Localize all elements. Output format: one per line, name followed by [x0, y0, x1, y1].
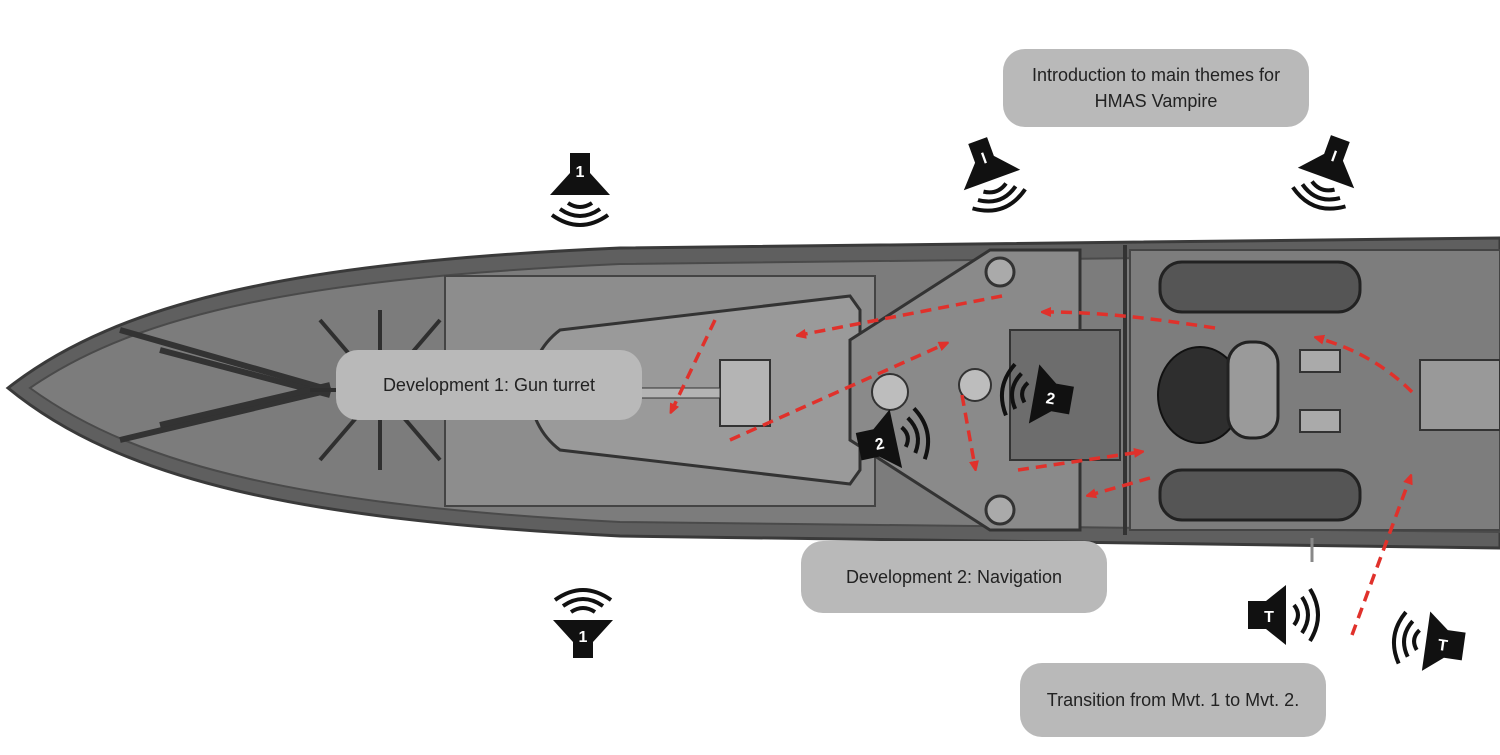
- svg-text:I: I: [979, 150, 989, 167]
- intro-label-line-1: Introduction to main themes for: [1031, 65, 1281, 85]
- speaker-I-a-icon: I: [963, 137, 1027, 213]
- development-1-label-box: Development 1: Gun turret: [336, 350, 642, 420]
- transition-label-box: Transition from Mvt. 1 to Mvt. 2.: [1020, 663, 1326, 737]
- bollard-bottom: [984, 494, 1016, 526]
- speaker-1-bottom-icon: 1: [553, 588, 613, 658]
- aft-vent-1: [1299, 349, 1341, 373]
- svg-text:T: T: [1264, 609, 1274, 626]
- speaker-T-left-icon: T: [1248, 585, 1320, 645]
- development-2-label: Development 2: Navigation: [845, 567, 1063, 587]
- bollard-top: [984, 256, 1016, 288]
- intro-label-line-2: HMAS Vampire: [1094, 91, 1218, 111]
- svg-text:I: I: [1329, 148, 1339, 165]
- route-arrows: [672, 294, 1414, 636]
- arrow-transition-up: [1350, 478, 1410, 636]
- lifeboat-top: [1158, 260, 1362, 314]
- development-2-label-box: Development 2: Navigation: [801, 541, 1107, 613]
- arrow-turret-to-bridge: [729, 344, 945, 442]
- svg-text:2: 2: [874, 435, 886, 453]
- svg-text:T: T: [1437, 637, 1449, 655]
- arrow-bridge-across: [1017, 452, 1140, 472]
- compass-platform: [871, 373, 909, 411]
- funnel-grill: [1226, 340, 1280, 440]
- arrow-aft-to-bridge: [1045, 312, 1216, 330]
- aft-vent-2: [1299, 409, 1341, 433]
- ship-plan: [5, 236, 1500, 562]
- gun-barrel: [629, 387, 721, 399]
- svg-text:1: 1: [576, 164, 585, 181]
- svg-text:2: 2: [1045, 390, 1057, 408]
- gun-turret: [719, 359, 771, 427]
- aft-gun-mount: [1419, 359, 1500, 431]
- arrow-aft-curve: [1318, 338, 1414, 394]
- transition-label: Transition from Mvt. 1 to Mvt. 2.: [1046, 690, 1300, 710]
- arrow-bridge-to-turret: [800, 294, 1003, 335]
- intro-label-box: Introduction to main themes for HMAS Vam…: [1003, 49, 1309, 127]
- speaker-I-b-icon: I: [1291, 135, 1355, 211]
- rangefinder: [958, 368, 992, 402]
- speaker-2-right-icon: 2: [999, 362, 1074, 424]
- speaker-T-right-icon: T: [1391, 610, 1466, 671]
- speaker-2-left-icon: 2: [855, 406, 931, 469]
- development-1-label: Development 1: Gun turret: [382, 375, 596, 395]
- anchor-chains: [119, 327, 331, 443]
- lifeboat-bottom: [1158, 468, 1362, 522]
- speaker-icons: 1 1 I I: [550, 135, 1466, 671]
- arrow-bridge-down: [960, 394, 975, 467]
- svg-text:1: 1: [579, 629, 588, 646]
- speaker-1-top-icon: 1: [550, 153, 610, 227]
- arrow-return-left: [1090, 476, 1151, 495]
